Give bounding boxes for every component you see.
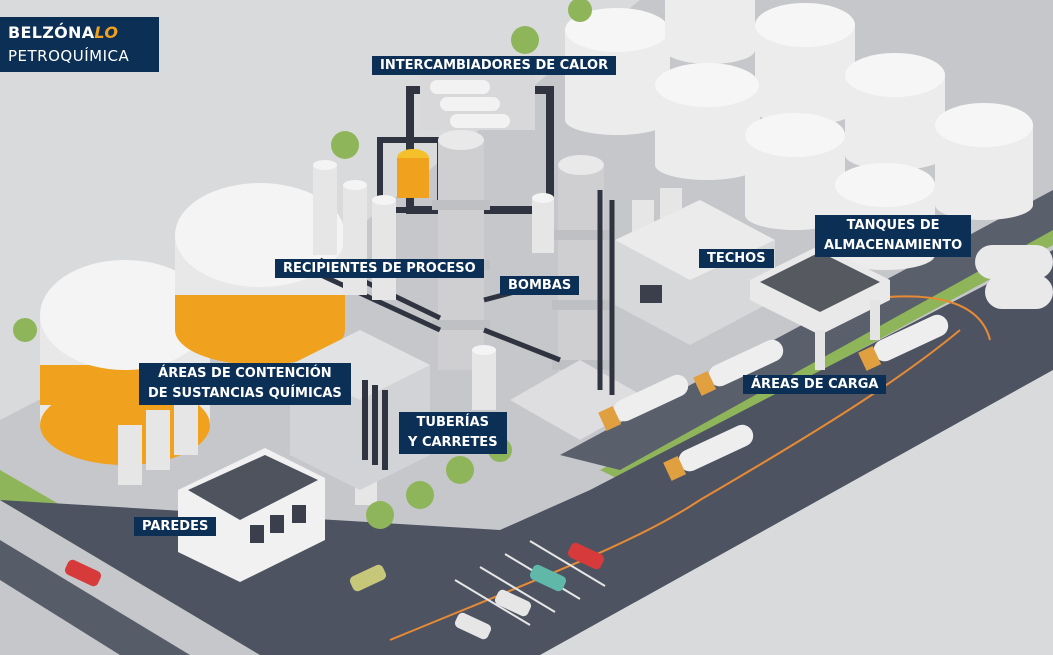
label-recipientes: RECIPIENTES DE PROCESO	[275, 259, 484, 278]
horizontal-tanks	[975, 245, 1053, 309]
label-contencion: ÁREAS DE CONTENCIÓN DE SUSTANCIAS QUÍMIC…	[139, 363, 351, 405]
logo-brand-main: BELZÓNA	[8, 23, 95, 42]
trees	[13, 0, 592, 529]
label-tanques-line1: TANQUES DE	[846, 218, 940, 233]
label-paredes: PAREDES	[134, 517, 217, 536]
label-tanques: TANQUES DE ALMACENAMIENTO	[815, 215, 972, 257]
label-tanques-line2: ALMACENAMIENTO	[824, 238, 963, 253]
label-tuberias-line2: Y CARRETES	[408, 435, 498, 450]
logo-brand: BELZÓNALO	[8, 23, 118, 42]
label-tuberias: TUBERÍAS Y CARRETES	[399, 412, 507, 454]
logo-brand-accent: LO	[94, 23, 119, 42]
distillation-column-1	[432, 130, 490, 370]
label-intercambiadores: INTERCAMBIADORES DE CALOR	[372, 56, 617, 75]
label-tuberias-line1: TUBERÍAS	[416, 415, 490, 430]
walls-building	[178, 448, 325, 582]
loading-canopy	[750, 245, 890, 370]
label-bombas: BOMBAS	[500, 276, 580, 295]
label-contencion-line1: ÁREAS DE CONTENCIÓN	[158, 366, 332, 381]
logo-subtitle: PETROQUÍMICA	[8, 47, 130, 65]
belzona-logo: BELZÓNALO PETROQUÍMICA	[0, 17, 159, 72]
label-carga: ÁREAS DE CARGA	[743, 375, 887, 394]
roofs-building	[615, 200, 775, 345]
side-road	[0, 540, 190, 655]
tanker-trucks	[598, 314, 949, 481]
heat-exchanger-frame	[377, 75, 554, 214]
label-contencion-line2: DE SUSTANCIAS QUÍMICAS	[148, 386, 342, 401]
label-techos: TECHOS	[699, 249, 774, 268]
orange-lane	[389, 329, 961, 641]
cars	[64, 542, 605, 640]
